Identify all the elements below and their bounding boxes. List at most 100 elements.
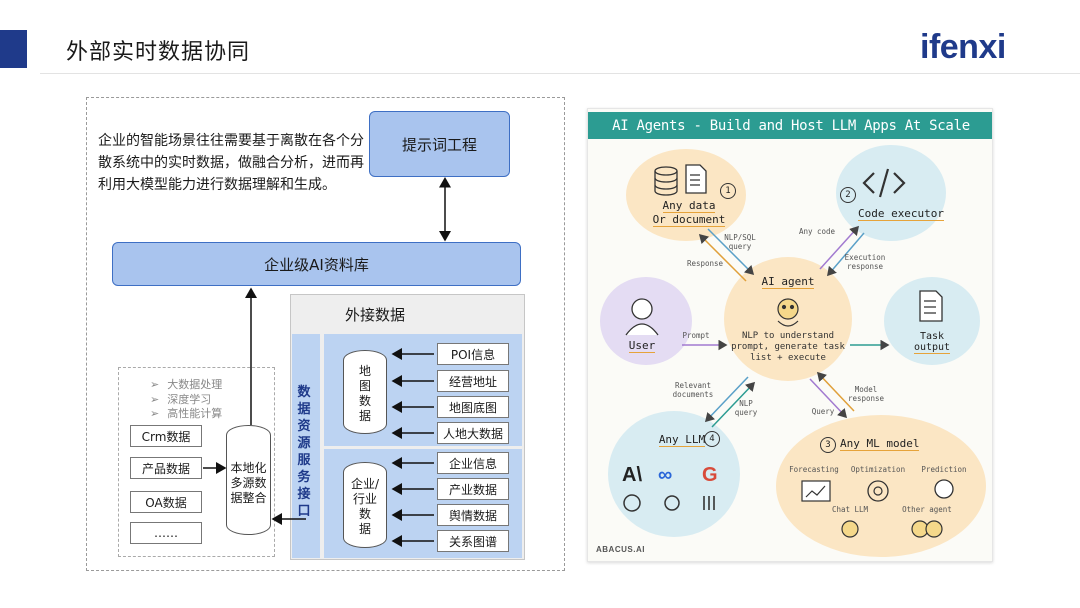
task-node-label: Task output [913, 331, 951, 354]
header-divider [40, 73, 1080, 74]
prompt-engineering-box: 提示词工程 [369, 111, 510, 177]
edge-label-any-code: Any code [798, 227, 836, 236]
cylinder-label: 本地化 [230, 460, 267, 475]
map-source-box: POI信息 [437, 343, 509, 365]
document-icon [685, 164, 707, 194]
cylinder-label: 企业/ [350, 477, 380, 491]
chat-llm-icon [841, 520, 859, 538]
user-node-label: User [628, 339, 656, 353]
llm-node-number: 4 [704, 431, 720, 447]
robot-agent-icon [777, 298, 799, 327]
edge-ml-agent [816, 371, 855, 412]
map-source-box: 经营地址 [437, 370, 509, 392]
local-source-box: Crm数据 [130, 425, 202, 447]
edge-agent-ml [809, 378, 848, 419]
infographic-title: AI Agents - Build and Host LLM Apps At S… [588, 112, 992, 139]
map-source-box: 地图底图 [437, 396, 509, 418]
edge-agent-code [819, 225, 860, 270]
edge-label-response: Response [686, 259, 724, 268]
cylinder-label: 据 [358, 409, 371, 423]
cylinder-label: 多源数 [230, 475, 267, 490]
architecture-diagram-frame [86, 97, 565, 571]
llm-node-label: Any LLM [658, 433, 706, 447]
code-node-number: 2 [840, 187, 856, 203]
cylinder-label: 图 [358, 379, 371, 393]
local-data-frame [118, 367, 275, 557]
hf-logo-icon [703, 496, 715, 510]
ml-node-label: Any ML model [840, 437, 920, 451]
meta-logo-icon: ∞ [658, 464, 672, 486]
local-integration-cylinder: 本地化 多源数 据整合 [226, 425, 271, 535]
ai-agents-infographic: AI Agents - Build and Host LLM Apps At S… [587, 108, 993, 562]
forecasting-icon [801, 480, 831, 502]
llama-logo-icon [664, 495, 680, 511]
user-node-blob [600, 277, 692, 365]
service-interface-strip [292, 334, 320, 558]
data-node-label: Any data Or document [652, 199, 726, 227]
enterprise-ai-library-box: 企业级AI资料库 [112, 242, 521, 286]
enterprise-data-cylinder: 企业/ 行业 数 据 [343, 462, 387, 548]
enterprise-source-box: 产业数据 [437, 478, 509, 500]
optimization-icon [867, 480, 889, 502]
ml-item-chat-llm: Chat LLM [831, 505, 869, 514]
edge-code-agent [827, 232, 865, 277]
capability-item: ➢大数据处理 [150, 378, 223, 391]
ml-item-prediction: Prediction [921, 465, 967, 474]
bullet-icon: ➢ [150, 378, 160, 391]
code-brackets-icon [862, 168, 906, 198]
enterprise-source-box: 企业信息 [437, 452, 509, 474]
task-document-icon [919, 290, 943, 322]
edge-label-query: Query [811, 407, 835, 416]
map-source-box: 人地大数据 [437, 422, 509, 444]
anthropic-logo-icon: A\ [622, 464, 642, 486]
bullet-icon: ➢ [150, 392, 160, 406]
ml-node-number: 3 [820, 437, 836, 453]
page-title: 外部实时数据协同 [66, 40, 251, 65]
local-source-box: 产品数据 [130, 457, 202, 479]
ml-item-optimization: Optimization [850, 465, 906, 474]
agent-node-label: AI agent [761, 275, 815, 289]
abacus-brand: ABACUS.AI [596, 545, 645, 554]
local-source-box: OA数据 [130, 491, 202, 513]
database-icon [654, 166, 678, 196]
bullet-icon: ➢ [150, 407, 160, 420]
capability-list: ➢大数据处理 ➢深度学习 ➢高性能计算 [150, 378, 222, 422]
enterprise-source-box: 舆情数据 [437, 504, 509, 526]
local-source-box: …… [130, 522, 202, 544]
user-avatar-icon [625, 298, 659, 336]
title-accent-bar [0, 30, 27, 68]
capability-item: ➢深度学习 [150, 392, 212, 406]
external-data-title: 外接数据 [345, 306, 406, 324]
ml-item-other-agent: Other agent [902, 505, 952, 514]
capability-item: ➢高性能计算 [150, 407, 223, 420]
map-data-cylinder: 地 图 数 据 [343, 350, 387, 434]
edge-data-agent [707, 228, 755, 276]
data-node-number: 1 [720, 183, 736, 199]
code-node-label: Code executor [857, 207, 945, 221]
edge-label-prompt: Prompt [682, 331, 710, 340]
cylinder-label: 据 [358, 522, 371, 536]
edge-llm-agent [711, 381, 756, 428]
edge-agent-data [698, 233, 747, 282]
llm-node-blob [608, 411, 740, 537]
cylinder-label: 数 [358, 394, 371, 408]
openai-logo-icon [623, 494, 641, 512]
google-logo-icon: G [702, 464, 718, 486]
cylinder-label: 行业 [352, 492, 377, 506]
cylinder-label: 数 [358, 507, 371, 521]
cylinder-label: 地 [358, 364, 371, 378]
cylinder-label: 据整合 [230, 490, 267, 505]
service-interface-label: 数据资源服务接口 [297, 385, 311, 519]
agent-node-description: NLP to understand prompt, generate task … [731, 331, 845, 363]
prediction-icon [934, 479, 954, 499]
edge-agent-llm [704, 376, 749, 423]
intro-text: 企业的智能场景往往需要基于离散在各个分散系统中的实时数据，做融合分析，进而再利用… [98, 133, 364, 193]
ml-item-forecasting: Forecasting [789, 465, 839, 474]
enterprise-source-box: 关系图谱 [437, 530, 509, 552]
